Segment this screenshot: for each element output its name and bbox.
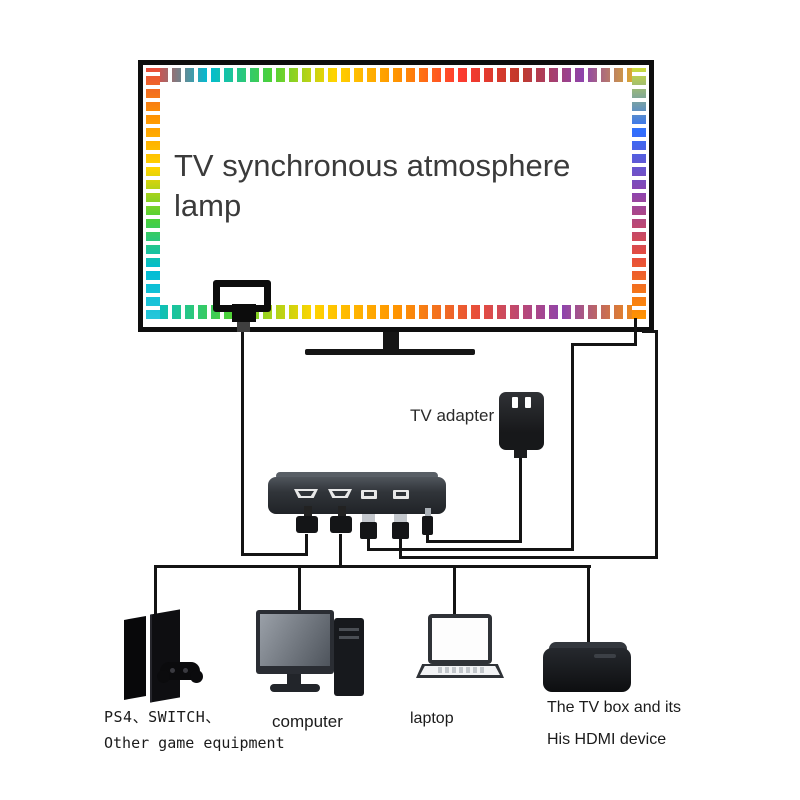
camera-mount — [232, 304, 256, 322]
cable-adapter-down — [519, 456, 522, 543]
usb-port-icon — [393, 490, 409, 499]
usb-port-icon — [361, 490, 377, 499]
laptop-keys — [438, 667, 484, 673]
usb-plug-icon — [360, 522, 377, 539]
led-strip-top — [146, 68, 646, 82]
cable-hdmi1 — [305, 534, 308, 556]
cable-usb1-hook-h — [571, 343, 637, 346]
computer-label: computer — [272, 712, 343, 731]
power-plug-icon — [422, 516, 433, 535]
cable-usb1-up — [571, 343, 574, 551]
tv-box-logo — [594, 654, 616, 658]
laptop-label: laptop — [410, 710, 454, 727]
camera-connector — [237, 320, 250, 332]
tv-title: TV synchronous atmosphere lamp — [174, 148, 571, 224]
hdmi-port-icon — [328, 489, 352, 498]
monitor-stand — [287, 674, 301, 684]
monitor-screen — [260, 614, 330, 666]
computer-tower-icon — [334, 618, 364, 696]
cable-hdmi2 — [339, 534, 342, 568]
monitor-base — [270, 684, 320, 692]
cable-camera-horizontal — [241, 553, 308, 556]
cable-drop-ps4 — [154, 565, 157, 615]
led-strip-right — [632, 68, 646, 319]
cable-power-across — [426, 540, 522, 543]
usb-plug-icon — [392, 522, 409, 539]
tvbox-label-line1: The TV box and its — [547, 699, 681, 716]
ps4-console-icon — [124, 616, 146, 700]
hdmi-plug-icon — [330, 516, 352, 533]
laptop-screen — [432, 618, 488, 660]
cable-drop-computer — [298, 565, 301, 615]
cable-usb2-up — [655, 332, 658, 559]
ps4-label-line2: Other game equipment — [104, 734, 285, 752]
control-box — [268, 477, 446, 514]
cable-usb1-across — [367, 548, 574, 551]
power-plug-barrel — [425, 508, 431, 517]
gamepad-stick — [183, 668, 188, 673]
cable-usb2-hook — [642, 330, 658, 333]
adapter-cable-exit — [514, 450, 527, 458]
hdmi-plug-neck — [304, 506, 312, 518]
gamepad-grip — [157, 670, 170, 683]
tower-vent — [339, 636, 359, 639]
hdmi-port-icon — [294, 489, 318, 498]
hdmi-plug-neck — [338, 506, 346, 518]
tvbox-label-line2: His HDMI device — [547, 731, 667, 748]
hdmi-plug-icon — [296, 516, 318, 533]
adapter-label: TV adapter — [410, 406, 495, 425]
adapter-prong-left — [512, 397, 518, 408]
tv-stand-neck — [383, 332, 399, 351]
power-adapter-icon — [499, 392, 544, 450]
ps4-console-icon — [150, 609, 180, 703]
cable-usb2-across — [399, 556, 658, 559]
cable-usb1-down — [367, 538, 370, 551]
led-strip-left — [146, 68, 160, 319]
cable-camera-vertical — [241, 330, 244, 556]
cable-usb2-down — [399, 538, 402, 559]
cable-bus — [155, 565, 591, 568]
tv-stand-base — [305, 349, 475, 355]
cable-drop-tvbox — [587, 565, 590, 651]
usb-plug-metal — [362, 514, 375, 523]
cable-usb1-hook-v — [634, 318, 637, 346]
adapter-prong-right — [525, 397, 531, 408]
tower-vent — [339, 628, 359, 631]
control-box-top — [276, 472, 438, 480]
usb-plug-metal — [394, 514, 407, 523]
gamepad-grip — [190, 670, 203, 683]
cable-power-down — [426, 534, 429, 543]
tv-box-icon — [543, 648, 631, 692]
led-strip-bottom — [146, 305, 646, 319]
gamepad-stick — [170, 668, 175, 673]
cable-drop-laptop — [453, 565, 456, 619]
ps4-label-line1: PS4、SWITCH、 — [104, 708, 221, 726]
